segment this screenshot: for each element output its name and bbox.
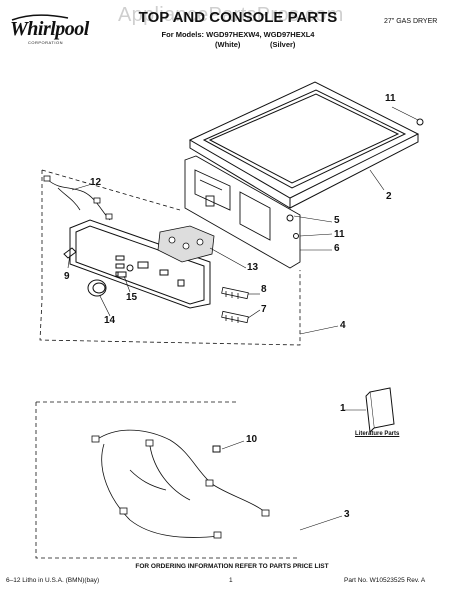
variant-silver: (Silver) [270, 40, 296, 49]
callout-7: 7 [261, 304, 267, 315]
callout-10: 10 [246, 434, 258, 445]
callout-5: 5 [334, 215, 340, 226]
callout-4: 4 [340, 320, 346, 331]
page-title: TOP AND CONSOLE PARTS [138, 9, 338, 26]
console-group-outline [39, 169, 301, 346]
watermark: AppliancePartsPros.com [118, 4, 344, 26]
console-clip [63, 247, 77, 259]
literature-parts-label: Literature Parts [355, 431, 400, 437]
callout-3: 3 [344, 509, 350, 520]
top-panel [188, 81, 420, 209]
logo-swoosh-icon [11, 14, 69, 21]
callout-9: 9 [64, 271, 70, 282]
knob-shaft [117, 271, 127, 278]
variant-white: (White) [215, 40, 241, 49]
overlay-strips [221, 286, 249, 324]
console-frame [184, 155, 301, 269]
document-part-number: Part No. W10523525 Rev. A [344, 577, 426, 584]
callout-6: 6 [334, 243, 340, 254]
callout-14: 14 [104, 315, 116, 326]
callout-8: 8 [261, 284, 267, 295]
electronic-control-board [157, 225, 215, 263]
harness-clip [212, 445, 221, 453]
callout-1: 1 [340, 403, 346, 414]
callout-11: 11 [334, 229, 345, 240]
callout-2: 2 [386, 191, 392, 202]
callout-12: 12 [90, 177, 102, 188]
brand-logo-subtext: CORPORATION [28, 40, 63, 45]
model-numbers: For Models: WGD97HEXW4, WGD97HEXL4 [161, 30, 315, 39]
callout-11-top: 11 [385, 93, 396, 104]
whirlpool-logo [8, 14, 76, 44]
lower-harness-outline [35, 401, 300, 559]
callout-13: 13 [247, 262, 259, 273]
control-knob [87, 279, 107, 297]
callout-leader-lines [67, 106, 419, 531]
callout-15: 15 [126, 292, 138, 303]
product-type: 27" GAS DRYER [384, 18, 438, 25]
console-wire-harness [43, 175, 113, 221]
literature-booklet [365, 387, 395, 434]
litho-info: 6–12 Litho in U.S.A. (BMN)(bay) [6, 577, 100, 584]
screws [286, 118, 424, 239]
brand-logo-text: Whirlpool [10, 18, 89, 40]
main-wire-harness [91, 429, 270, 539]
page-number: 1 [229, 577, 233, 584]
ordering-info: FOR ORDERING INFORMATION REFER TO PARTS … [135, 563, 329, 570]
